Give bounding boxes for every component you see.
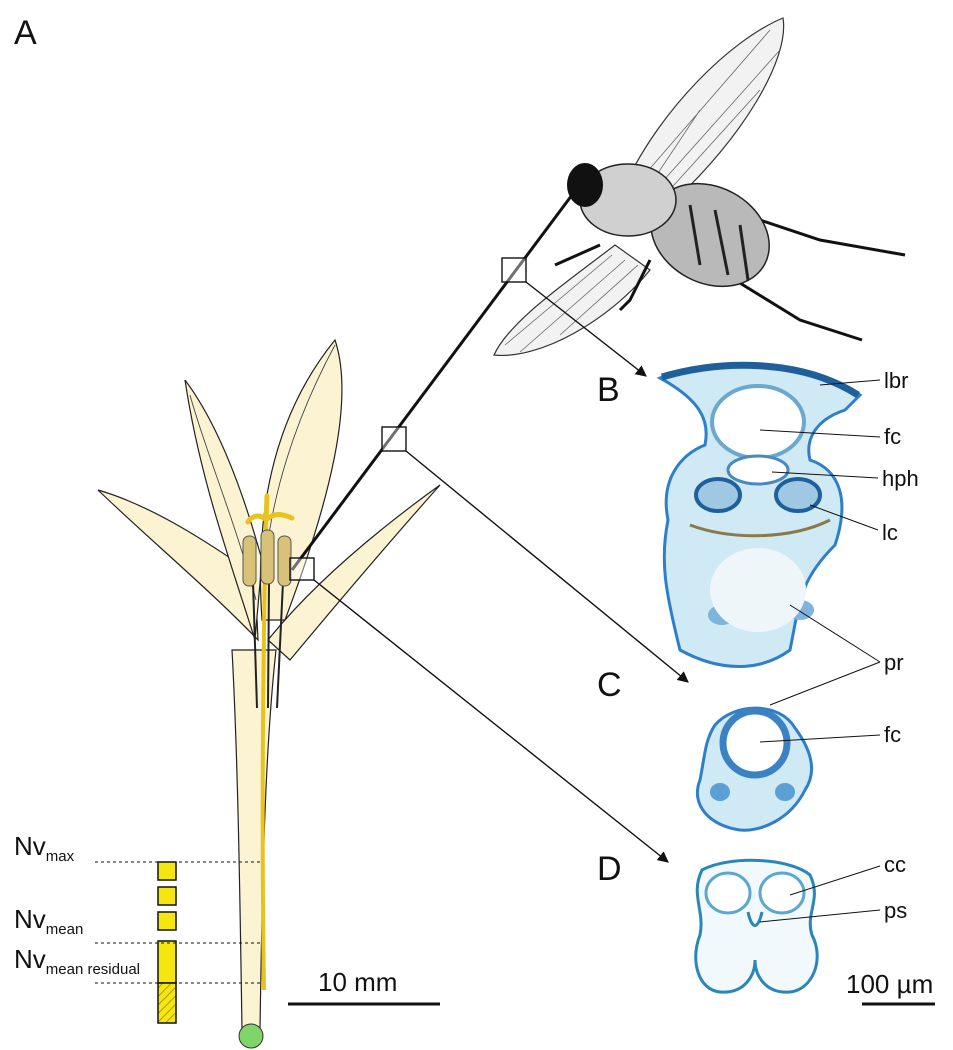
nectar-bar-residual — [158, 983, 176, 1023]
label-cc: cc — [884, 852, 906, 877]
nectar-bar-3 — [158, 912, 176, 930]
nv-mean-label: Nvmean — [14, 904, 83, 938]
arrow-to-c — [406, 451, 688, 682]
label-lc: lc — [882, 520, 898, 545]
ovary — [239, 1024, 263, 1048]
anther-middle — [261, 530, 274, 584]
panel-label-b: B — [597, 371, 620, 409]
leader-pr-c — [770, 662, 880, 705]
nv-max-label: Nvmax — [14, 831, 75, 865]
label-fc-c: fc — [884, 722, 901, 747]
section-box-b — [502, 258, 526, 282]
label-pr: pr — [884, 650, 904, 675]
anther-left — [243, 536, 256, 586]
scale-label-100um: 100 µm — [846, 969, 933, 999]
nv-mean-residual-label: Nvmean residual — [14, 944, 140, 978]
fly-head — [567, 163, 603, 207]
label-hph: hph — [882, 466, 919, 491]
nectar-bar-2 — [158, 887, 176, 905]
section-box-d — [290, 558, 314, 580]
section-d-micrograph — [696, 860, 817, 992]
label-ps: ps — [884, 898, 907, 923]
section-c-micrograph — [697, 708, 811, 830]
section-box-c — [382, 427, 406, 451]
panel-label-c: C — [597, 666, 622, 704]
label-fc-b: fc — [884, 424, 901, 449]
anther-right — [278, 536, 291, 586]
label-lbr: lbr — [884, 368, 908, 393]
scale-label-10mm: 10 mm — [318, 967, 397, 997]
nectar-bar-1 — [158, 862, 176, 880]
nectar-bar-4 — [158, 941, 176, 983]
leader-pr-b — [790, 605, 880, 662]
panel-label-d: D — [597, 850, 622, 888]
panel-label-a: A — [14, 14, 37, 52]
section-b-micrograph — [660, 365, 860, 667]
